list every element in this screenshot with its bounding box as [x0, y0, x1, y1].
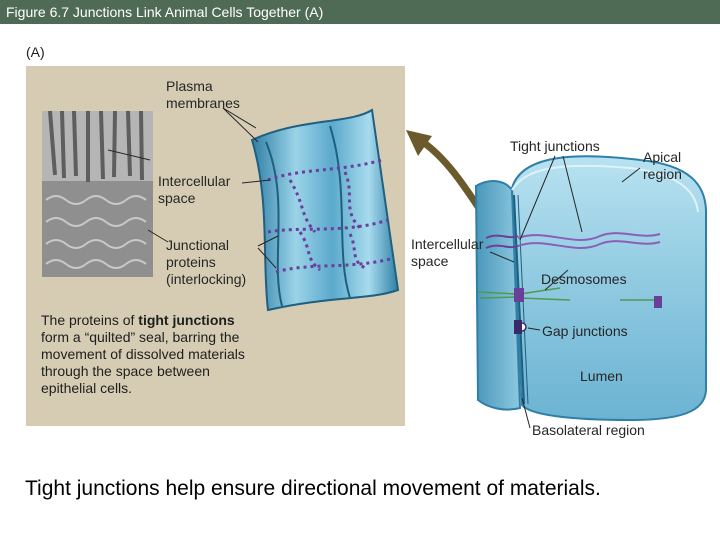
description-term: tight junctions: [138, 312, 235, 328]
label-intercellular-right-line2: space: [411, 253, 449, 269]
figure-title-bar: Figure 6.7 Junctions Link Animal Cells T…: [0, 0, 720, 24]
micrograph-image: [42, 110, 153, 277]
caption-rest: help ensure directional movement of mate…: [159, 477, 601, 500]
membrane-illustration: [250, 108, 400, 312]
label-plasma-membranes: Plasma membranes: [166, 78, 240, 112]
label-intercellular-left-line2: space: [158, 190, 196, 206]
label-basolateral-region: Basolateral region: [532, 422, 645, 438]
label-lumen: Lumen: [580, 368, 623, 384]
junction-illustration: [26, 66, 707, 429]
label-intercellular-left: Intercellular space: [158, 173, 230, 207]
label-apical-region: Apical region: [643, 149, 682, 183]
label-intercellular-left-line1: Intercellular: [158, 173, 231, 189]
label-desmosomes: Desmosomes: [541, 271, 627, 287]
label-junctional-line1: Junctional: [166, 237, 230, 253]
epithelial-cells: [474, 155, 707, 422]
label-plasma-line1: Plasma: [166, 78, 213, 94]
label-intercellular-right: Intercellular space: [411, 236, 483, 270]
label-plasma-line2: membranes: [166, 95, 240, 111]
label-junctional-proteins: Junctional proteins (interlocking): [166, 237, 246, 288]
label-tight-junctions: Tight junctions: [510, 138, 600, 154]
label-apical-line2: region: [643, 166, 682, 182]
label-junctional-line2: proteins: [166, 254, 216, 270]
label-intercellular-right-line1: Intercellular: [411, 236, 484, 252]
label-junctional-line3: (interlocking): [166, 271, 247, 287]
label-apical-line1: Apical: [643, 149, 682, 165]
description-part1: The proteins of: [41, 312, 139, 328]
figure-title: Figure 6.7 Junctions Link Animal Cells T…: [6, 4, 324, 20]
label-gap-junctions: Gap junctions: [542, 323, 628, 339]
description-part2: form a “quilted” seal, barring the movem…: [41, 329, 245, 396]
leader-lines-left: [107, 107, 279, 269]
tight-junction-description: The proteins of tight junctions form a “…: [41, 312, 261, 397]
leader-lines-right: [489, 155, 641, 429]
panel-letter: (A): [26, 44, 45, 60]
caption-term: Tight junctions: [25, 477, 160, 500]
slide-caption: Tight junctions help ensure directional …: [25, 476, 715, 502]
